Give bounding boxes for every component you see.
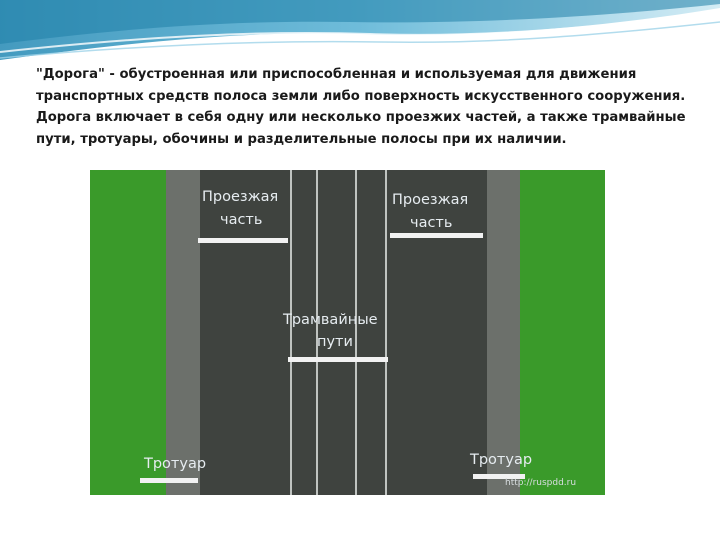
sidewalk-right	[487, 170, 520, 495]
pointer-line-sidewalk-right	[473, 474, 525, 479]
watermark-text: http://ruspdd.ru	[505, 478, 576, 488]
label-carriageway-left-line2: часть	[220, 212, 262, 228]
label-tram-tracks-line1: Трамвайные	[282, 312, 378, 328]
label-sidewalk-left: Тротуар	[143, 456, 206, 472]
road-cross-section-diagram: Проезжая часть Проезжая часть Трамвайные…	[90, 170, 605, 495]
header-wave-decoration	[0, 0, 720, 60]
tram-rail	[355, 170, 357, 495]
label-tram-tracks-line2: пути	[317, 334, 353, 350]
tram-rail	[290, 170, 292, 495]
pointer-line-carriageway-right	[390, 233, 483, 238]
tram-rail	[316, 170, 318, 495]
road-surface	[200, 170, 487, 495]
pointer-line-sidewalk-left	[140, 478, 198, 483]
road-definition-text: "Дорога" - обустроенная или приспособлен…	[36, 67, 686, 147]
grass-left	[90, 170, 166, 495]
pointer-line-carriageway-left	[198, 238, 288, 243]
grass-right	[520, 170, 605, 495]
label-sidewalk-right: Тротуар	[469, 452, 532, 468]
label-carriageway-right-line1: Проезжая	[392, 192, 468, 208]
tram-rail	[385, 170, 387, 495]
label-carriageway-right-line2: часть	[410, 215, 452, 231]
label-carriageway-left-line1: Проезжая	[202, 189, 278, 205]
sidewalk-left	[166, 170, 200, 495]
pointer-line-tram-tracks	[288, 357, 388, 362]
